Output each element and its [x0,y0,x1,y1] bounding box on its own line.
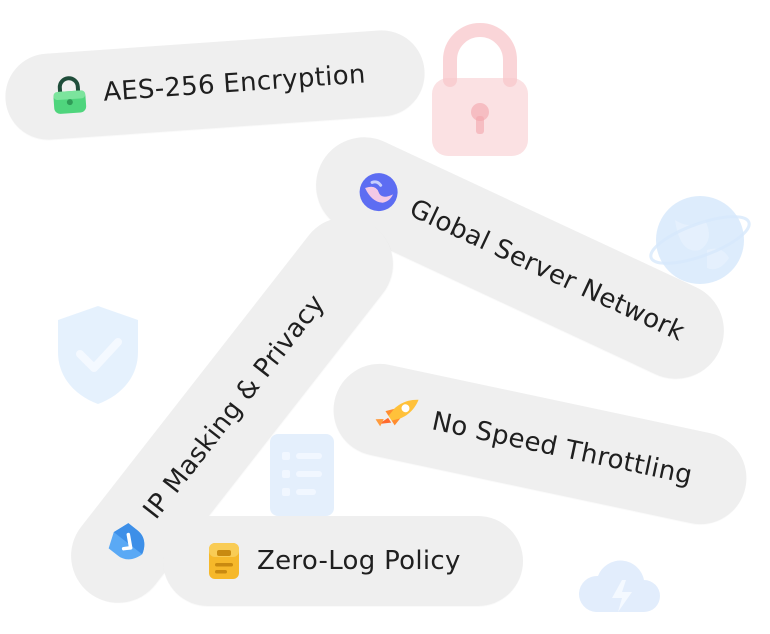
feature-label: AES-256 Encryption [102,59,367,108]
feature-pill-zero-log-policy: Zero-Log Policy [163,516,523,606]
background-lock-icon [420,20,540,160]
feature-label: Global Server Network [404,193,690,348]
padlock-icon [50,74,89,116]
document-icon [207,541,241,581]
background-document-icon [262,430,342,520]
feature-pill-aes-encryption: AES-256 Encryption [2,27,428,143]
shield-check-icon [100,516,155,571]
background-shield-icon [38,300,158,410]
feature-pill-global-server-network: Global Server Network [300,121,740,395]
feature-label: Zero-Log Policy [257,546,461,576]
background-cloud-bolt-icon [574,546,666,626]
feature-label: No Speed Throttling [429,406,696,491]
feature-label: IP Masking & Privacy [137,289,332,525]
globe-icon [352,165,405,218]
feature-pill-no-speed-throttling: No Speed Throttling [325,355,755,533]
rocket-icon [372,390,421,438]
feature-pill-ip-masking-privacy: IP Masking & Privacy [52,198,412,622]
